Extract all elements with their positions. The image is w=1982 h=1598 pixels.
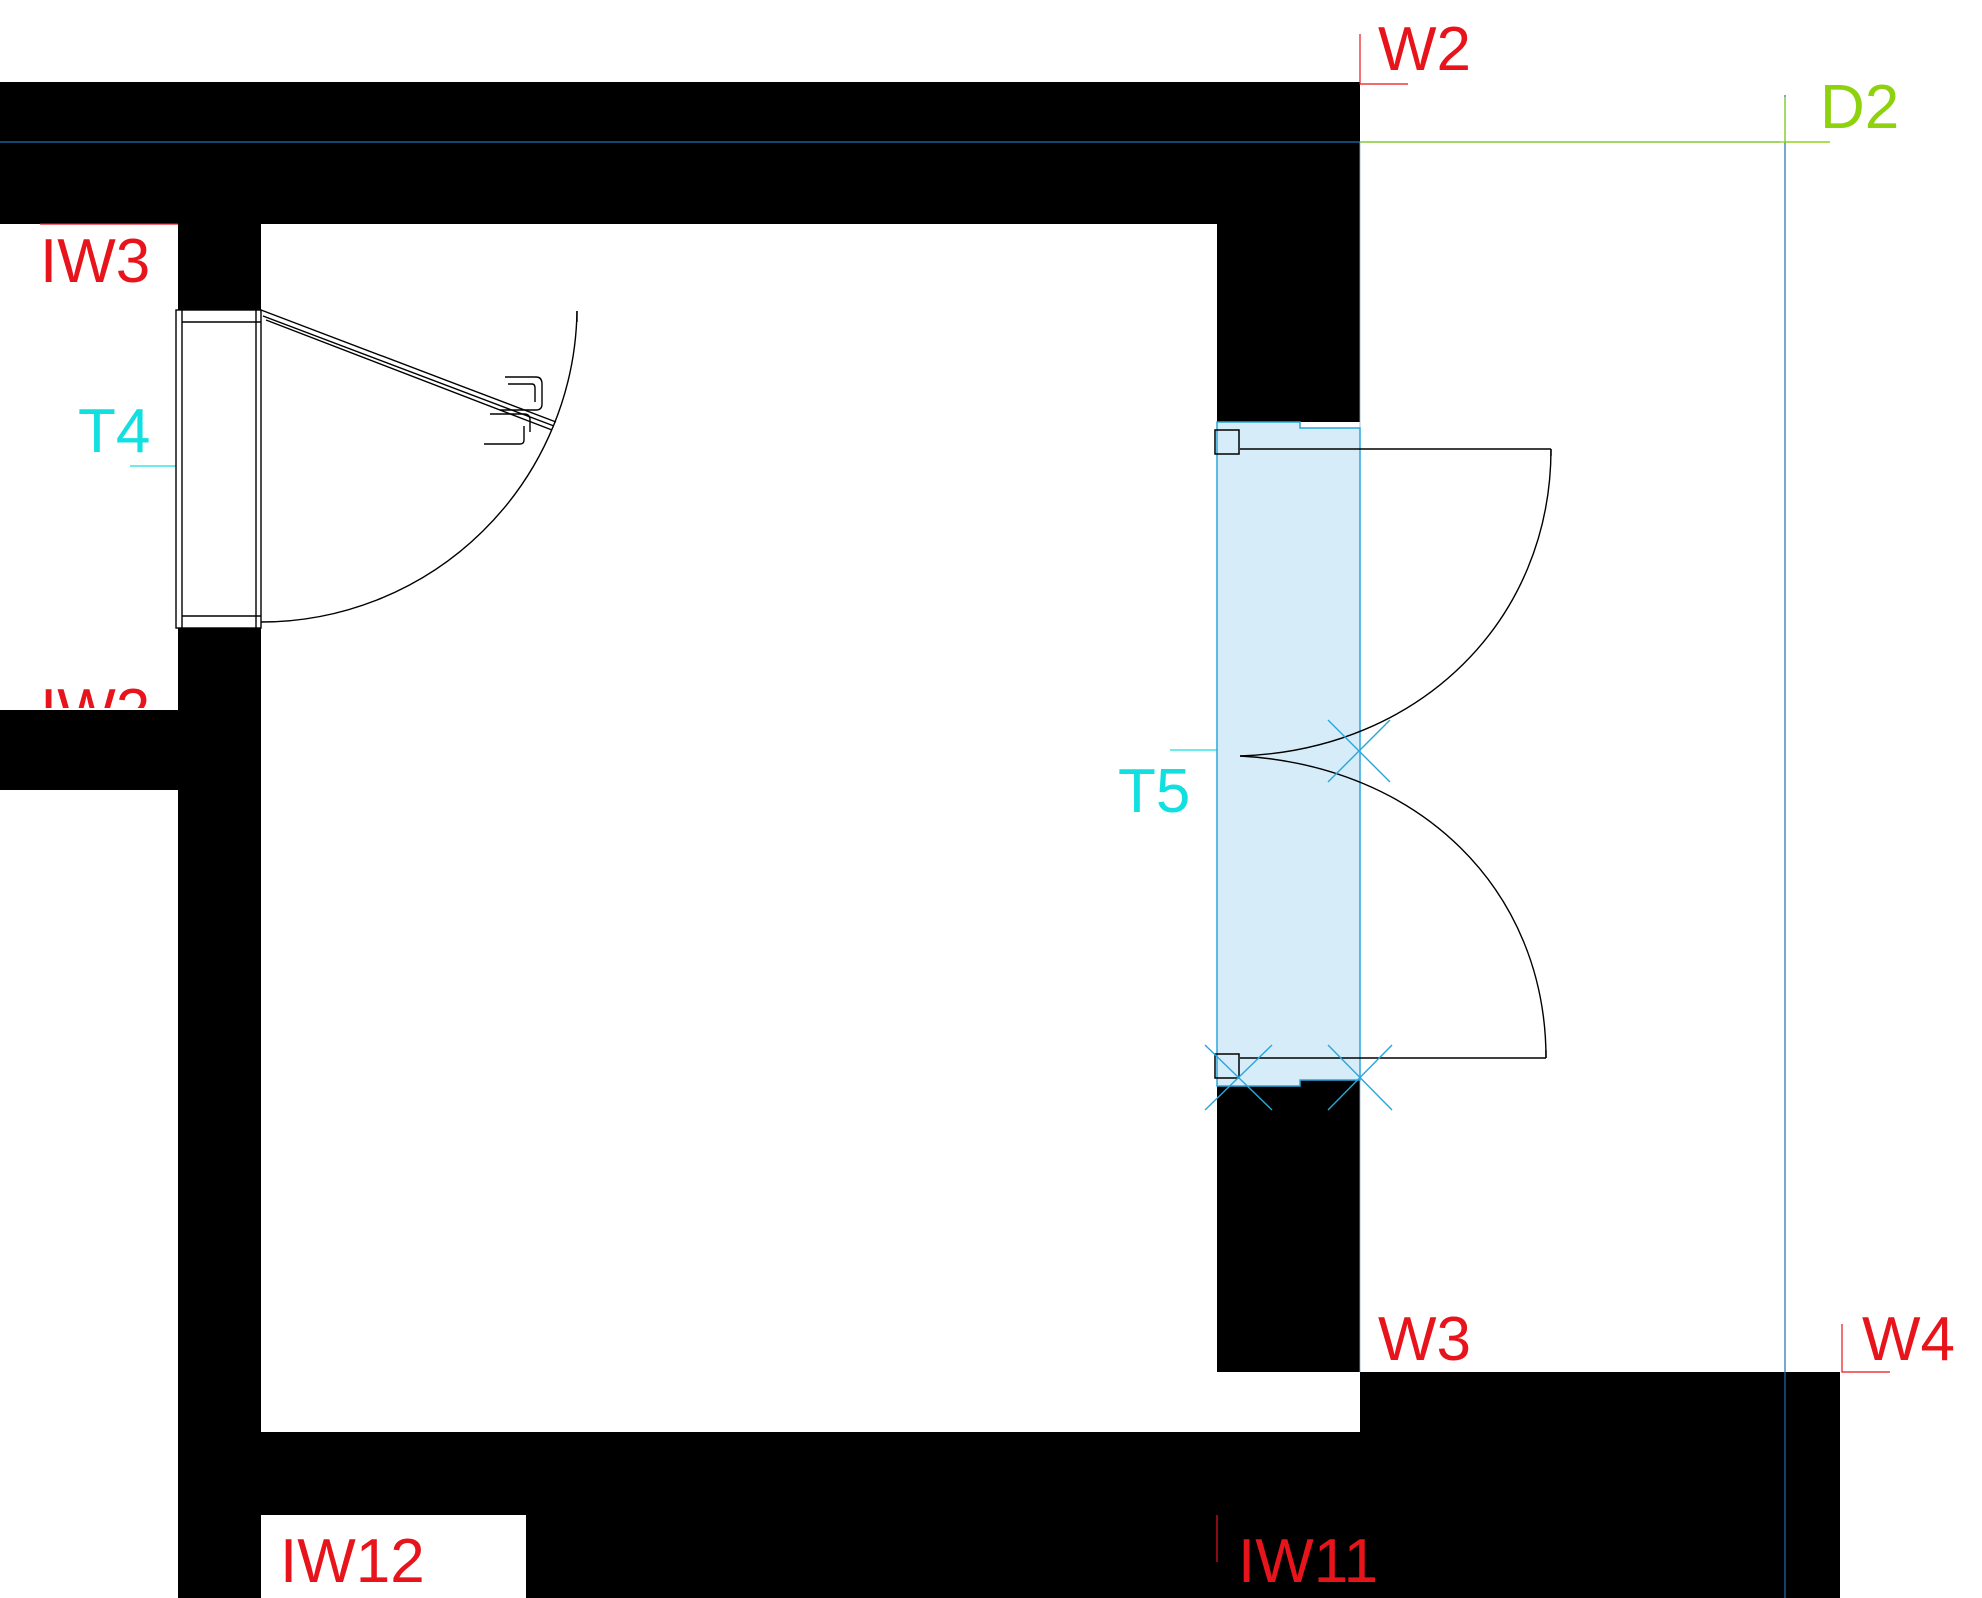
door-t4-handle: [500, 376, 543, 411]
label-w2[interactable]: W2: [1378, 15, 1471, 84]
door-t5-arc-bottom: [1239, 755, 1547, 1059]
door-t5-grips: [1204, 719, 1393, 1111]
door-t4[interactable]: [175, 309, 578, 629]
door-t5[interactable]: [1204, 421, 1552, 1111]
label-t4[interactable]: T4: [78, 397, 150, 466]
door-t4-swing-arc: [260, 310, 578, 623]
label-leaders: [40, 34, 1890, 1562]
door-t5-hinge-top: [1214, 429, 1240, 455]
wall-w3-right-lower[interactable]: [1217, 1080, 1360, 1372]
wall-w4-right-column[interactable]: [1705, 1372, 1840, 1598]
door-t4-frame: [175, 309, 262, 629]
wall-iw2[interactable]: [0, 710, 261, 790]
label-d2[interactable]: D2: [1820, 73, 1899, 142]
label-iw12[interactable]: IW12: [280, 1527, 425, 1596]
door-t5-arc-top: [1239, 448, 1552, 757]
wall-w2-right[interactable]: [1217, 82, 1360, 422]
wall-iw12-iw11-lower[interactable]: [526, 1515, 1705, 1598]
door-t5-hinge-bottom: [1214, 1053, 1240, 1079]
label-w3[interactable]: W3: [1378, 1305, 1471, 1374]
label-t5[interactable]: T5: [1118, 757, 1190, 826]
door-t5-selection: [1216, 421, 1361, 1087]
w2-leader: [1359, 34, 1408, 85]
label-iw11[interactable]: IW11: [1238, 1527, 1378, 1596]
wall-iw3-left-top[interactable]: [178, 224, 261, 310]
label-iw2-partial[interactable]: IW2: [40, 677, 150, 746]
wall-w2-top[interactable]: [0, 82, 1360, 224]
walls: [0, 82, 1840, 1598]
d2-leader: [1784, 97, 1830, 143]
label-w4[interactable]: W4: [1862, 1305, 1955, 1374]
bottom-openings: [261, 1515, 526, 1598]
label-iw3[interactable]: IW3: [40, 227, 150, 296]
wall-bottom[interactable]: [178, 1432, 1840, 1515]
labels: W2 D2 IW3 T4 IW2 T5 W3 W4 IW12 IW11: [40, 15, 1955, 1596]
door-t4-leaf: [260, 309, 557, 423]
w4-leader: [1841, 1324, 1890, 1373]
